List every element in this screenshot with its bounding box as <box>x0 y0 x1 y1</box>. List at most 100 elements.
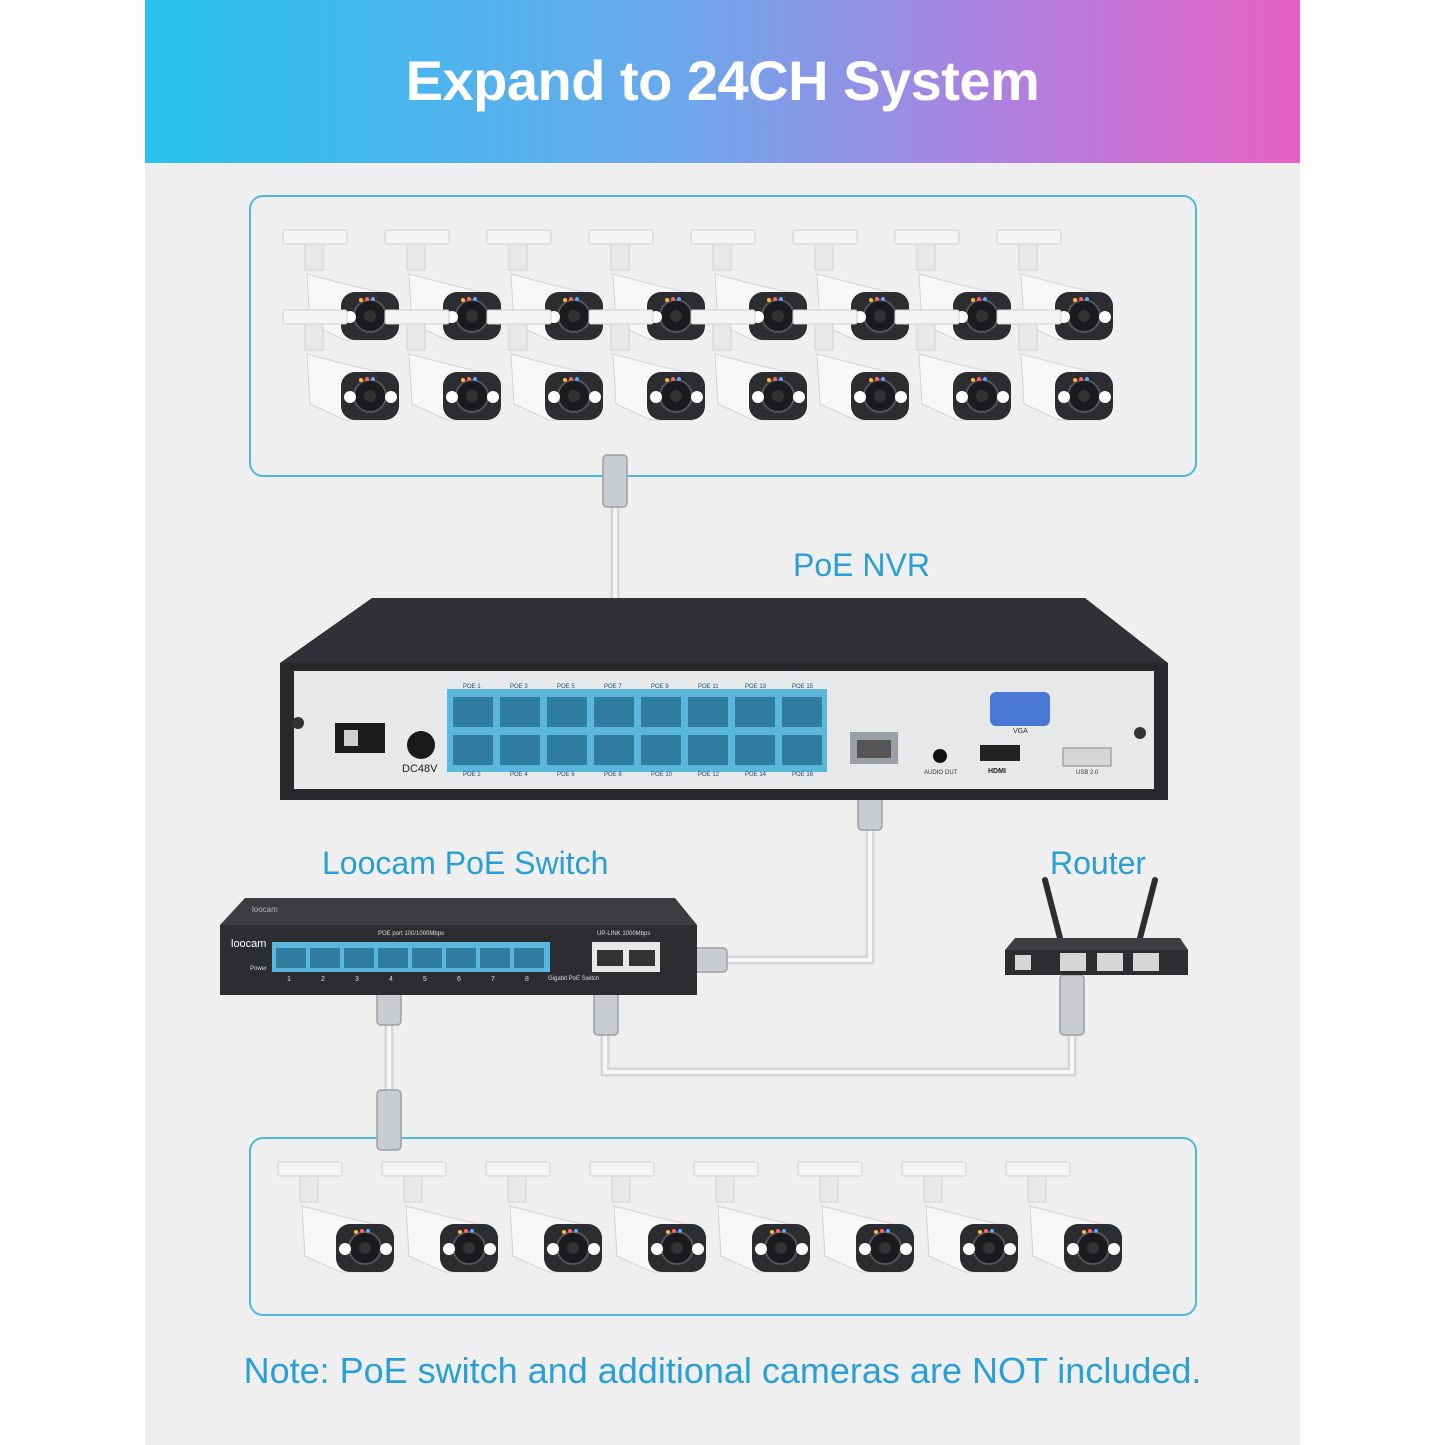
nvr-poe-port <box>735 735 775 765</box>
camera-11 <box>479 308 604 433</box>
router-label: Router <box>1050 845 1147 881</box>
camera-21 <box>686 1160 811 1285</box>
camera-15 <box>887 308 1012 433</box>
bullet-camera-icon <box>486 309 603 421</box>
nvr-port-label-top: POE 5 <box>557 684 575 690</box>
nvr-poe-port <box>735 697 775 727</box>
nvr-port-label-bottom: POE 4 <box>510 772 528 778</box>
bullet-camera-icon <box>996 309 1113 421</box>
nvr-vga-label: VGA <box>1013 728 1028 735</box>
switch-port-number: 1 <box>287 976 291 983</box>
nvr-port-label-bottom: POE 14 <box>745 772 767 778</box>
camera-19 <box>478 1160 603 1285</box>
nvr-port-label-bottom: POE 2 <box>463 772 481 778</box>
nvr-port-label-top: POE 7 <box>604 684 622 690</box>
camera-5 <box>683 228 808 353</box>
nvr-port-label-top: POE 15 <box>792 684 814 690</box>
bullet-camera-icon <box>690 309 807 421</box>
camera-4 <box>581 228 706 353</box>
nvr-port-label-top: POE 9 <box>651 684 669 690</box>
bullet-camera-icon <box>588 229 705 341</box>
nvr-port-label-top: POE 13 <box>745 684 767 690</box>
camera-18 <box>374 1160 499 1285</box>
page-title: Expand to 24CH System <box>405 49 1040 112</box>
switch-poe-port <box>446 948 476 968</box>
bullet-camera-icon <box>589 1161 706 1273</box>
switch-brand: loocam <box>231 938 267 950</box>
camera-10 <box>377 308 502 433</box>
nvr-label: PoE NVR <box>793 547 930 583</box>
nvr-port-label-top: POE 1 <box>463 684 481 690</box>
switch-poe-port <box>378 948 408 968</box>
nvr-poe-port <box>688 735 728 765</box>
rj45-plug <box>376 1089 402 1151</box>
nvr-dc-label: DC48V <box>402 763 438 775</box>
bullet-camera-icon <box>282 309 399 421</box>
camera-16 <box>989 308 1114 433</box>
switch-uplink-label: UP-LINK 1000Mbps <box>597 931 651 937</box>
switch-port-number: 4 <box>389 976 393 983</box>
switch-port-number: 8 <box>525 976 529 983</box>
usb-port <box>1062 747 1112 767</box>
camera-12 <box>581 308 706 433</box>
disclaimer-note: Note: PoE switch and additional cameras … <box>243 1350 1202 1391</box>
nvr-port-label-bottom: POE 12 <box>698 772 720 778</box>
rj45-plug <box>602 454 628 508</box>
switch-port-number: 2 <box>321 976 325 983</box>
nvr-cameras-frame <box>249 195 1197 477</box>
nvr-port-label-top: POE 11 <box>698 684 719 690</box>
switch-port-number: 6 <box>457 976 461 983</box>
switch-power-label: Power <box>250 966 268 972</box>
switch-poe-label: POE port 100/1000Mbps <box>378 931 445 937</box>
nvr-poe-port <box>594 697 634 727</box>
hdmi-port <box>980 745 1020 761</box>
nvr-poe-port <box>547 697 587 727</box>
nvr-poe-port <box>688 697 728 727</box>
switch-poe-port <box>514 948 544 968</box>
bullet-camera-icon <box>588 309 705 421</box>
switch-port-number: 5 <box>423 976 427 983</box>
switch-label: Loocam PoE Switch <box>322 845 609 881</box>
nvr-port-label-top: POE 3 <box>510 684 528 690</box>
nvr-poe-port <box>500 735 540 765</box>
nvr-poe-port <box>641 697 681 727</box>
nvr-poe-port <box>500 697 540 727</box>
bullet-camera-icon <box>894 309 1011 421</box>
camera-24 <box>998 1160 1123 1285</box>
camera-14 <box>785 308 910 433</box>
bullet-camera-icon <box>792 309 909 421</box>
switch-poe-port <box>276 948 306 968</box>
nvr-port-label-bottom: POE 6 <box>557 772 575 778</box>
bullet-camera-icon <box>384 309 501 421</box>
switch-model-label: Gigabit PoE Switch <box>548 976 600 982</box>
header-banner: Expand to 24CH System <box>145 0 1300 163</box>
audio-out-jack <box>933 749 947 763</box>
nvr-poe-port <box>782 697 822 727</box>
dc-power-jack <box>407 731 435 759</box>
bullet-camera-icon <box>690 229 807 341</box>
bullet-camera-icon <box>485 1161 602 1273</box>
camera-22 <box>790 1160 915 1285</box>
nvr-poe-port <box>594 735 634 765</box>
nvr-poe-port <box>782 735 822 765</box>
nvr-hdmi-label: HDMI <box>988 768 1006 775</box>
switch-brand-top: loocam <box>252 905 278 914</box>
camera-9 <box>275 308 400 433</box>
switch-port-number: 7 <box>491 976 495 983</box>
bullet-camera-icon <box>901 1161 1018 1273</box>
switch-port-number: 3 <box>355 976 359 983</box>
bullet-camera-icon <box>277 1161 394 1273</box>
nvr-usb-label: USB 2.0 <box>1076 770 1099 776</box>
camera-20 <box>582 1160 707 1285</box>
nvr-poe-port <box>547 735 587 765</box>
switch-poe-port <box>480 948 510 968</box>
power-switch <box>335 723 385 753</box>
bullet-camera-icon <box>384 229 501 341</box>
camera-13 <box>683 308 808 433</box>
vga-port <box>990 692 1050 726</box>
switch-poe-port <box>310 948 340 968</box>
switch-poe-port <box>412 948 442 968</box>
